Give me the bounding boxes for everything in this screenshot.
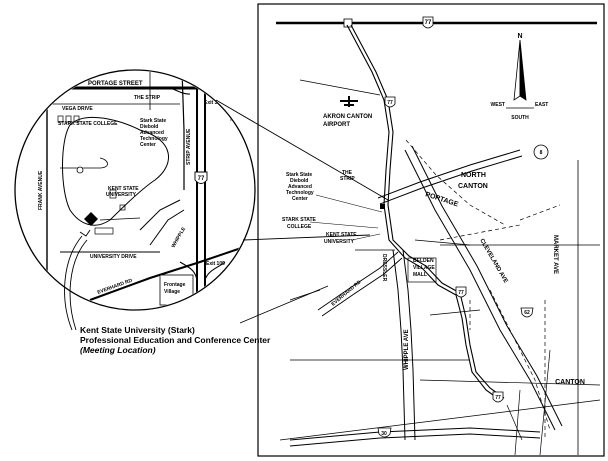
- svg-text:8: 8: [540, 150, 543, 156]
- kent-state-label-1: KENT STATE: [326, 232, 357, 238]
- caption-line-3: (Meeting Location): [80, 345, 156, 355]
- svg-text:30: 30: [381, 431, 387, 437]
- svg-text:77: 77: [387, 100, 393, 106]
- inset-portage-label: PORTAGE STREET: [88, 81, 143, 87]
- inset-exit-lower-label: Exit 109: [206, 261, 225, 267]
- meeting-location-caption: Kent State University (Stark) Profession…: [80, 325, 320, 355]
- meeting-location-marker: [84, 212, 114, 235]
- inset-everhard-rd: [89, 244, 251, 301]
- inset-map: 77 PORTAGE STREET VEGA DRIVE THE STRIP E…: [14, 69, 389, 331]
- caption-line-1: Kent State University (Stark): [80, 325, 195, 335]
- compass-west: WEST: [491, 102, 505, 108]
- svg-text:62: 62: [524, 310, 530, 316]
- campus-marker: [380, 204, 385, 209]
- the-strip-label-2: STRIP: [340, 176, 355, 182]
- belden-label-3: MALL: [413, 272, 427, 278]
- kent-campus-loop: [62, 116, 169, 226]
- inset-frontage-1: Frontage: [164, 282, 186, 288]
- inset-kent-state-1: KENT STATE: [108, 186, 139, 192]
- inset-diebold-2: Diebold: [140, 124, 158, 130]
- kent-state-label-2: UNIVERSITY: [324, 239, 355, 245]
- market-ave-label: MARKET AVE: [552, 235, 558, 274]
- i77-corridor: [346, 24, 505, 401]
- inset-diebold-5: Center: [140, 142, 156, 148]
- everhard-rd-road: [317, 251, 399, 311]
- portage-road: [377, 149, 521, 199]
- inset-diebold-4: Technology: [140, 136, 168, 142]
- north-canton-label-1: NORTH: [461, 172, 486, 179]
- us62-shield: 62: [520, 307, 534, 318]
- diebold-label-4: Technology: [286, 190, 314, 196]
- inset-frank-avenue-label: FRANK AVENUE: [38, 170, 44, 210]
- dressler-label: DRESSLER: [381, 254, 387, 282]
- the-strip-label-1: THE: [342, 170, 353, 176]
- whipple-ave-label: WHIPPLE AVE: [404, 329, 410, 370]
- diebold-label-1: Stark State: [286, 172, 312, 178]
- airport-label-2: AIRPORT: [323, 122, 350, 128]
- inset-connector-top: [215, 99, 389, 201]
- diebold-label-3: Advanced: [288, 184, 312, 190]
- inset-diebold-1: Stark State: [140, 118, 166, 124]
- everhard-rd-label: EVERHARD RD: [330, 279, 362, 307]
- inset-connector-bottom: [242, 234, 371, 241]
- inset-strip-avenue-label: STRIP AVENUE: [186, 128, 192, 165]
- stark-state-label-1: STARK STATE: [282, 217, 317, 223]
- inset-kent-state-2: UNIVERSITY: [106, 192, 137, 198]
- us30-highway: [289, 427, 541, 447]
- north-canton-label-2: CANTON: [458, 183, 488, 190]
- inset-i77: [196, 71, 206, 309]
- svg-text:77: 77: [425, 20, 432, 26]
- svg-text:77: 77: [198, 176, 205, 182]
- i77-top-shield: 77: [422, 16, 434, 29]
- main-map: 77: [257, 3, 605, 457]
- i77-shield-1: 77: [384, 96, 396, 108]
- inset-strip-avenue: [181, 71, 185, 190]
- svg-text:77: 77: [458, 290, 464, 296]
- inset-university-label: UNIVERSITY DRIVE: [90, 254, 137, 260]
- compass-north: N: [517, 33, 522, 40]
- belden-label-2: VILLAGE: [413, 265, 435, 271]
- inset-frontage-2: Village: [164, 289, 180, 295]
- sr8-shield: 8: [533, 144, 549, 160]
- compass-east: EAST: [535, 102, 548, 108]
- airplane-icon: [340, 96, 358, 107]
- airport-label-1: AKRON CANTON: [323, 114, 372, 120]
- main-map-frame: [257, 3, 605, 457]
- caption-line-2: Professional Education and Conference Ce…: [80, 335, 271, 345]
- i77-shield-bottom: 77: [492, 391, 504, 403]
- inset-exit-label: Exit 111: [204, 100, 223, 106]
- inset-diebold-3: Advanced: [140, 130, 164, 136]
- svg-text:77: 77: [495, 395, 501, 401]
- canton-label: CANTON: [555, 379, 585, 386]
- i77-shield-2: 77: [455, 286, 467, 298]
- inset-vega-label: VEGA DRIVE: [62, 106, 93, 112]
- us30-shield: 30: [377, 427, 392, 438]
- inset-i77-shield: 77: [194, 171, 208, 184]
- diebold-label-2: Diebold: [290, 178, 308, 184]
- compass-south: SOUTH: [511, 115, 529, 121]
- township-boundary: [405, 139, 561, 440]
- cleveland-ave-road: [404, 149, 556, 431]
- callout-arrow: [64, 229, 91, 331]
- whipple-ave-road: [392, 249, 406, 441]
- compass-rose: N WEST EAST SOUTH: [491, 33, 549, 121]
- belden-village-mall-area: [407, 257, 437, 283]
- belden-label-1: BELDEN: [413, 258, 434, 264]
- inset-stark-state-label: STARK STATE COLLEGE: [58, 121, 118, 127]
- stark-state-label-2: COLLEGE: [287, 224, 312, 230]
- inset-circle: [14, 69, 256, 311]
- diebold-label-5: Center: [292, 196, 308, 202]
- inset-the-strip-label: THE STRIP: [134, 95, 161, 101]
